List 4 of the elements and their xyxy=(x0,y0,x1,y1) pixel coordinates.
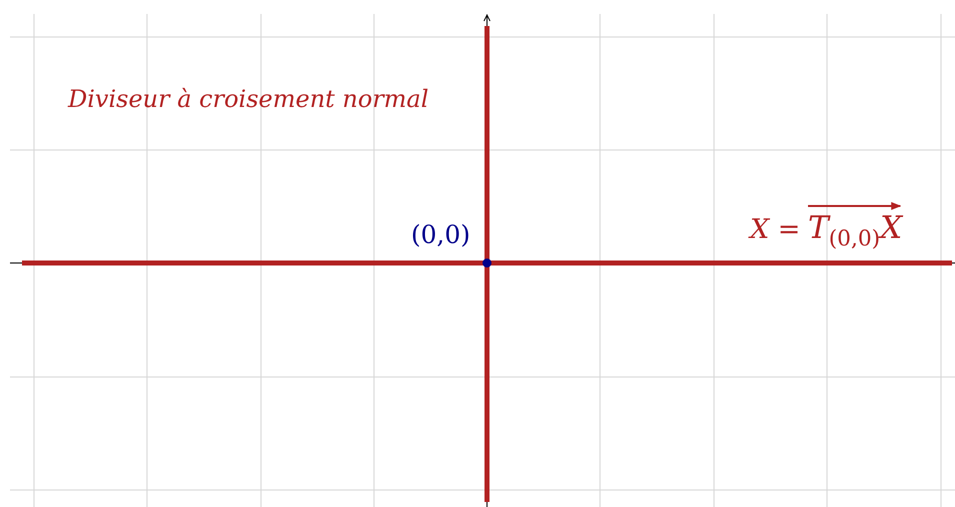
point-label: (0,0) xyxy=(411,222,470,247)
formula-text: X = xyxy=(750,216,800,243)
title-text: Diviseur à croisement normal xyxy=(68,87,429,111)
formula-text: T$_{(0,0)}$X xyxy=(808,213,902,250)
